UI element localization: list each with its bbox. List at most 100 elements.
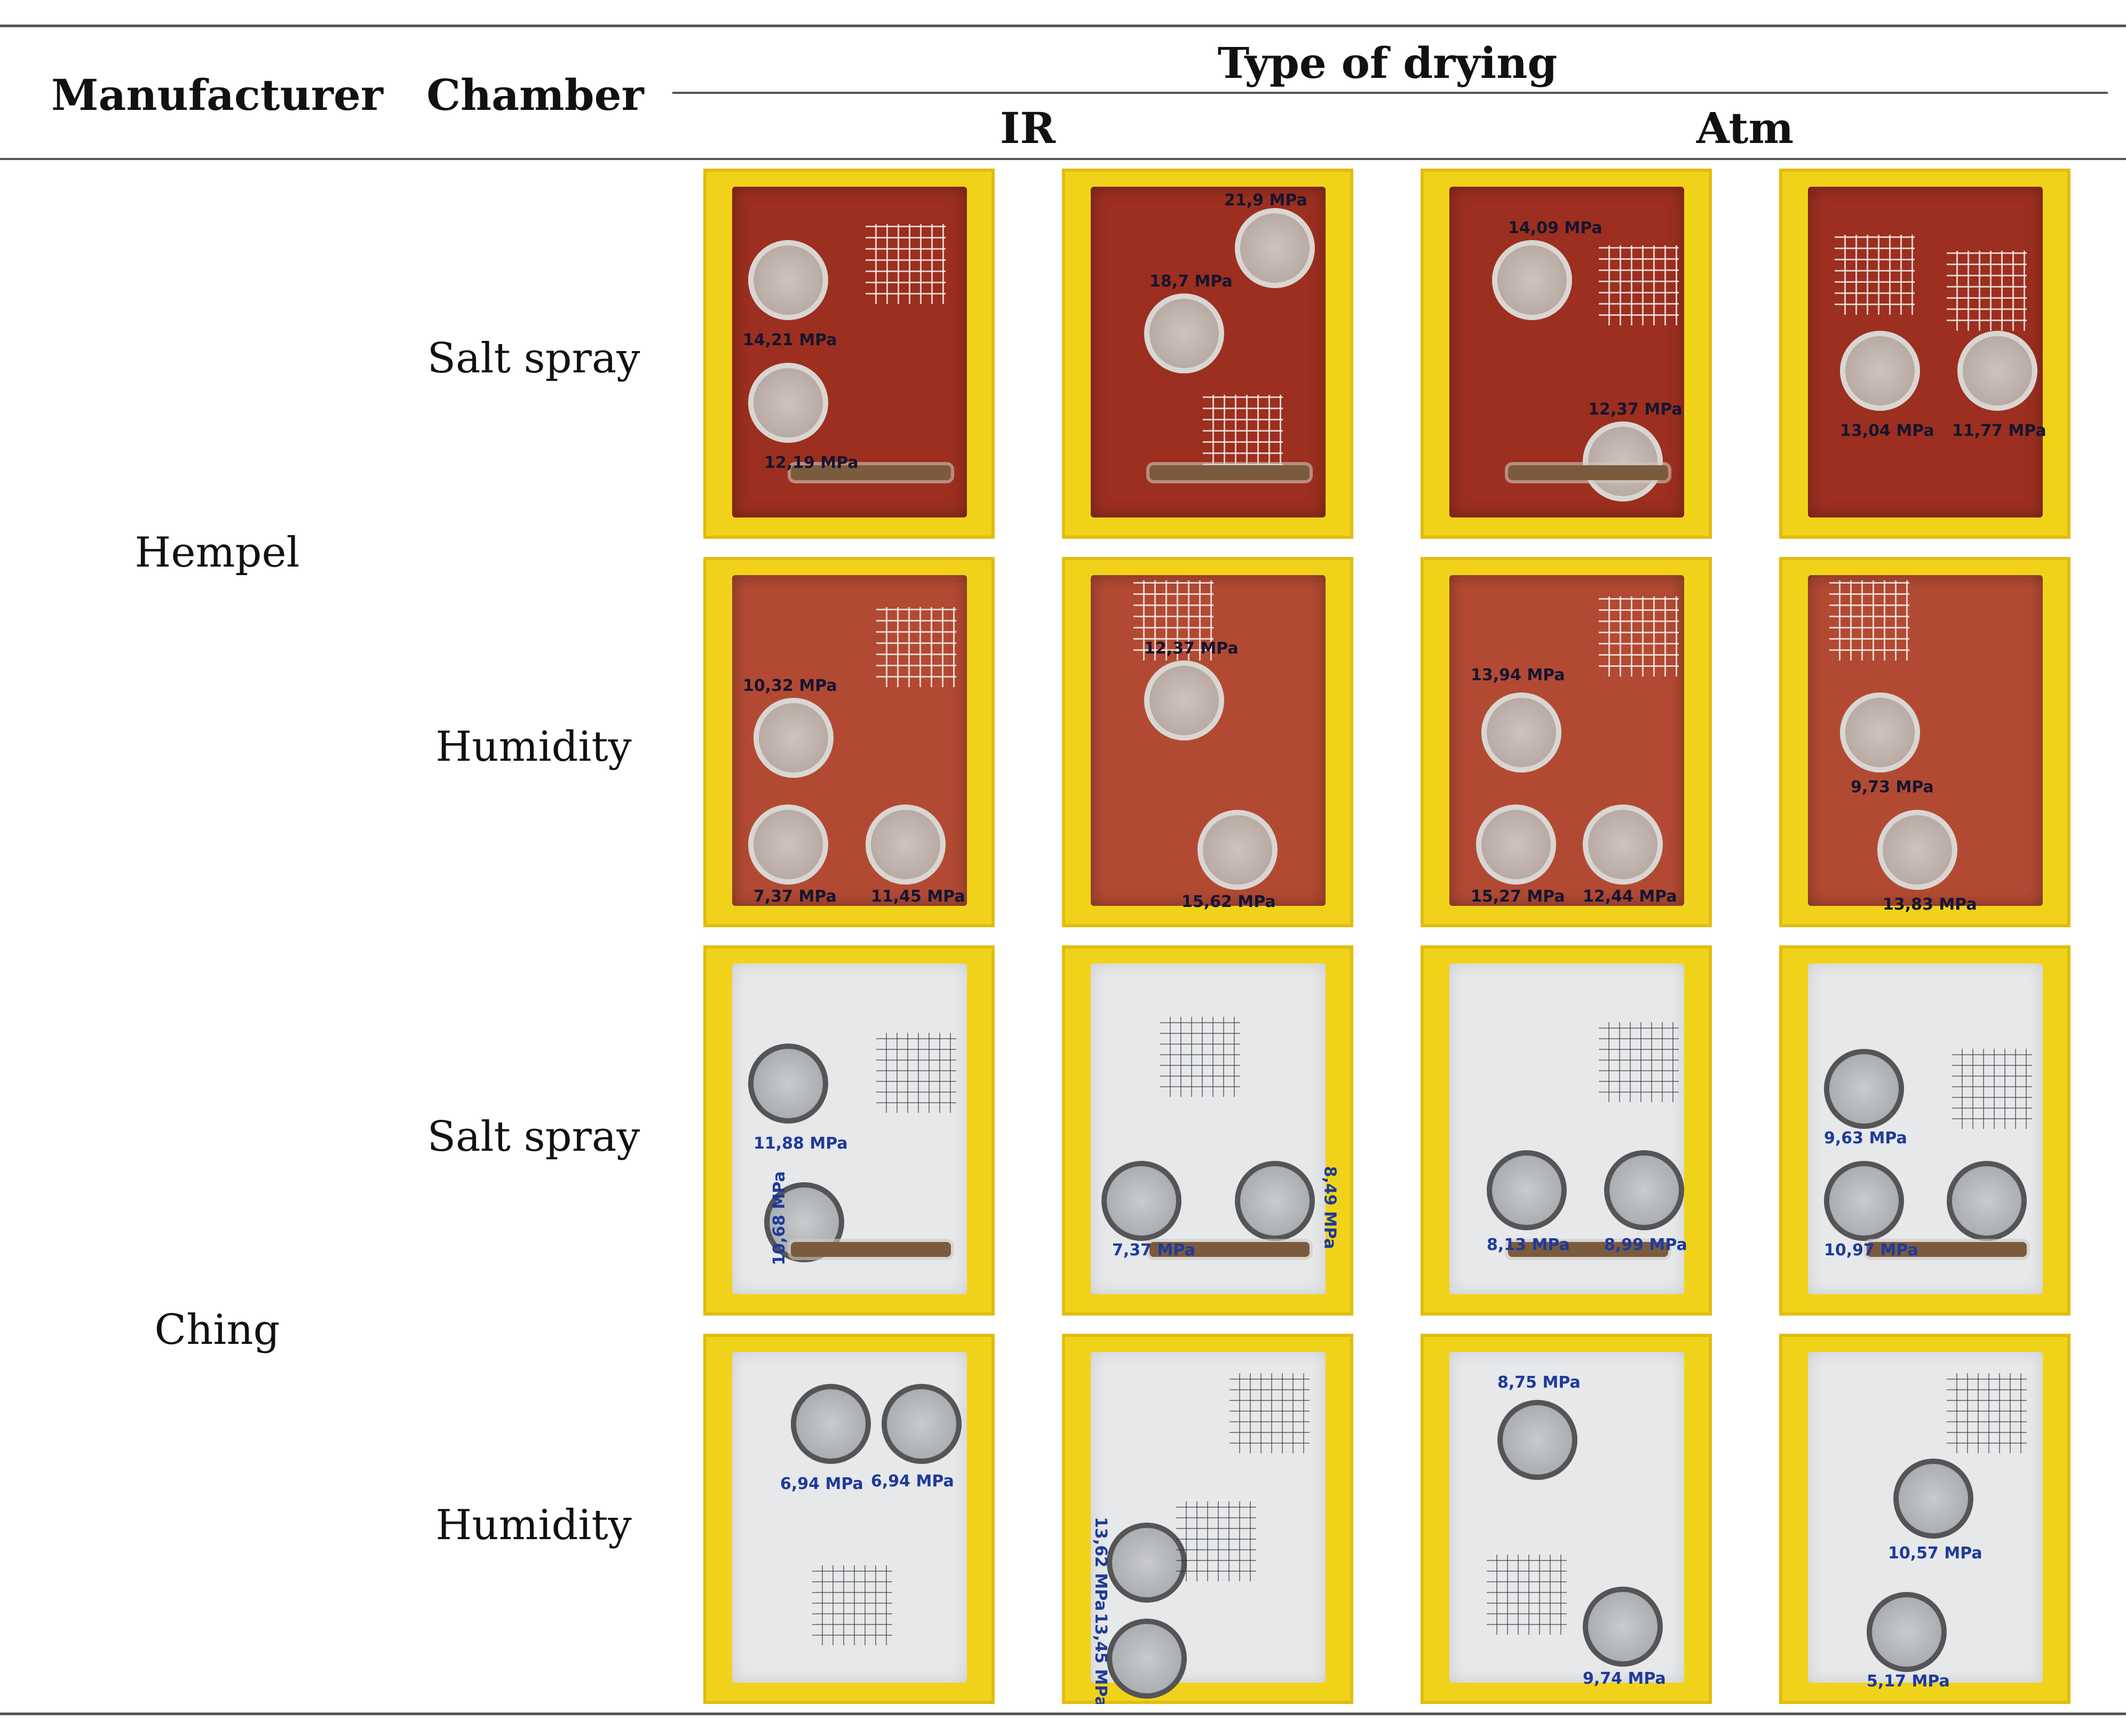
pull-off-dolly: [748, 240, 828, 320]
photo-ching-humidity-ir-2: 13,62 MPa 13,45 MPa: [1062, 1334, 1353, 1704]
pull-off-dolly: [1235, 208, 1315, 288]
pull-off-value: 14,09 MPa: [1508, 219, 1603, 237]
pull-off-dolly: [791, 1384, 871, 1464]
coating-panel: 10,57 MPa 5,17 MPa: [1808, 1352, 2043, 1691]
header-bottom-rule: [0, 158, 2126, 160]
pull-off-dolly: [1497, 1400, 1577, 1480]
pull-off-dolly: [1107, 1619, 1187, 1699]
pull-off-value: 6,94 MPa: [780, 1475, 863, 1493]
chamber-label-row-2: Humidity: [435, 723, 632, 771]
cross-cut-mark: [1599, 596, 1679, 676]
chamber-label-row-3: Salt spray: [427, 1113, 640, 1161]
bottom-rule: [0, 1713, 2126, 1715]
pull-off-value: 15,27 MPa: [1471, 887, 1565, 906]
type-of-drying-header: Type of drying: [1217, 38, 1558, 88]
manufacturer-header: Manufacturer: [51, 70, 383, 120]
photo-ching-humidity-atm-1: 8,75 MPa 9,74 MPa: [1421, 1334, 1712, 1704]
pull-off-value: 5,17 MPa: [1867, 1672, 1950, 1691]
pull-off-value: 11,88 MPa: [753, 1134, 848, 1153]
scribe-line: [791, 465, 951, 480]
pull-off-dolly: [1197, 810, 1278, 890]
cross-cut-mark: [1829, 580, 1909, 660]
pull-off-value: 13,04 MPa: [1840, 421, 1934, 440]
pull-off-value: 14,21 MPa: [743, 331, 837, 349]
pull-off-value: 8,99 MPa: [1604, 1236, 1687, 1254]
scribe-line: [1508, 465, 1668, 480]
coating-panel: 8,13 MPa 8,99 MPa: [1449, 963, 1687, 1294]
photo-hempel-salt-atm-2: 13,04 MPa 11,77 MPa: [1779, 169, 2071, 539]
pull-off-value: 12,44 MPa: [1583, 887, 1677, 906]
coating-panel: 9,73 MPa 13,83 MPa: [1808, 575, 2043, 914]
pull-off-dolly: [1893, 1459, 1973, 1539]
pull-off-value: 10,32 MPa: [743, 676, 837, 695]
photo-hempel-salt-atm-1: 14,09 MPa 12,37 MPa: [1421, 169, 1712, 539]
chamber-header: Chamber: [426, 70, 644, 120]
pull-off-value: 7,37 MPa: [753, 887, 837, 906]
coating-panel: 14,09 MPa 12,37 MPa: [1449, 187, 1684, 517]
pull-off-value: 8,13 MPa: [1487, 1236, 1570, 1254]
pull-off-dolly: [866, 805, 946, 885]
pull-off-dolly: [1583, 421, 1663, 501]
photo-hempel-humidity-ir-1: 10,32 MPa 7,37 MPa 11,45 MPa: [703, 557, 995, 927]
pull-off-value: 10,57 MPa: [1888, 1544, 1982, 1563]
cross-cut-mark: [1487, 1555, 1567, 1635]
photo-hempel-humidity-atm-1: 13,94 MPa 15,27 MPa 12,44 MPa: [1421, 557, 1712, 927]
pull-off-dolly: [1947, 1161, 2027, 1241]
coating-panel: 9,63 MPa 10,97 MPa: [1808, 963, 2043, 1294]
pull-off-dolly: [1957, 331, 2037, 411]
cross-cut-mark: [1952, 1049, 2032, 1129]
pull-off-dolly: [1824, 1049, 1904, 1129]
pull-off-dolly: [1235, 1161, 1315, 1241]
pull-off-value: 13,94 MPa: [1471, 666, 1565, 684]
cross-cut-mark: [876, 1033, 956, 1113]
pull-off-value: 13,83 MPa: [1883, 895, 1977, 914]
pull-off-value: 10,97 MPa: [1824, 1241, 1918, 1260]
pull-off-dolly: [1107, 1523, 1187, 1603]
coating-panel: 21,9 MPa 18,7 MPa: [1091, 187, 1326, 517]
pull-off-dolly: [748, 805, 828, 885]
atm-header: Atm: [1696, 103, 1794, 153]
pull-off-dolly: [1476, 805, 1556, 885]
pull-off-value: 12,37 MPa: [1588, 400, 1683, 419]
pull-off-dolly: [1481, 692, 1561, 773]
pull-off-dolly: [748, 363, 828, 443]
cross-cut-mark: [812, 1565, 892, 1645]
cross-cut-mark: [1229, 1373, 1310, 1453]
pull-off-dolly: [1583, 1587, 1663, 1667]
photo-ching-salt-atm-1: 8,13 MPa 8,99 MPa: [1421, 945, 1712, 1316]
cross-cut-mark: [1599, 245, 1679, 325]
cross-cut-mark: [1160, 1017, 1240, 1097]
pull-off-value: 11,77 MPa: [1952, 421, 2046, 440]
coating-panel: 6,94 MPa 6,94 MPa: [732, 1352, 967, 1683]
pull-off-value: 9,73 MPa: [1851, 778, 1934, 797]
pull-off-dolly: [1144, 660, 1224, 740]
pull-off-value: 9,74 MPa: [1583, 1669, 1666, 1688]
pull-off-dolly: [1492, 240, 1572, 320]
pull-off-dolly: [1604, 1150, 1684, 1230]
photo-hempel-humidity-ir-2: 12,37 MPa 15,62 MPa: [1062, 557, 1353, 927]
photo-ching-salt-atm-2: 9,63 MPa 10,97 MPa: [1779, 945, 2071, 1316]
pull-off-value: 10,68 MPa: [770, 1171, 789, 1265]
pull-off-value: 21,9 MPa: [1224, 191, 1307, 210]
cross-cut-mark: [1947, 251, 2027, 331]
coating-panel: 7,37 MPa 8,49 MPa: [1091, 963, 1339, 1294]
photo-ching-humidity-ir-1: 6,94 MPa 6,94 MPa: [703, 1334, 995, 1704]
pull-off-dolly: [1840, 692, 1920, 773]
photo-hempel-salt-ir-2: 21,9 MPa 18,7 MPa: [1062, 169, 1353, 539]
coating-panel: 13,94 MPa 15,27 MPa 12,44 MPa: [1449, 575, 1684, 906]
pull-off-value: 8,75 MPa: [1497, 1373, 1581, 1392]
drying-rule: [672, 92, 2108, 94]
coating-panel: 12,37 MPa 15,62 MPa: [1091, 575, 1326, 911]
cross-cut-mark: [1133, 580, 1213, 660]
pull-off-dolly: [1144, 293, 1224, 373]
pull-off-dolly: [1101, 1161, 1181, 1241]
chamber-label-row-4: Humidity: [435, 1501, 632, 1549]
pull-off-dolly: [1824, 1161, 1904, 1241]
pull-off-dolly: [1867, 1592, 1947, 1672]
cross-cut-mark: [876, 607, 956, 687]
pull-off-dolly: [1583, 805, 1663, 885]
pull-off-dolly: [882, 1384, 962, 1464]
cross-cut-mark: [1176, 1501, 1256, 1581]
pull-off-value: 12,37 MPa: [1144, 639, 1239, 658]
photo-ching-humidity-atm-2: 10,57 MPa 5,17 MPa: [1779, 1334, 2071, 1704]
